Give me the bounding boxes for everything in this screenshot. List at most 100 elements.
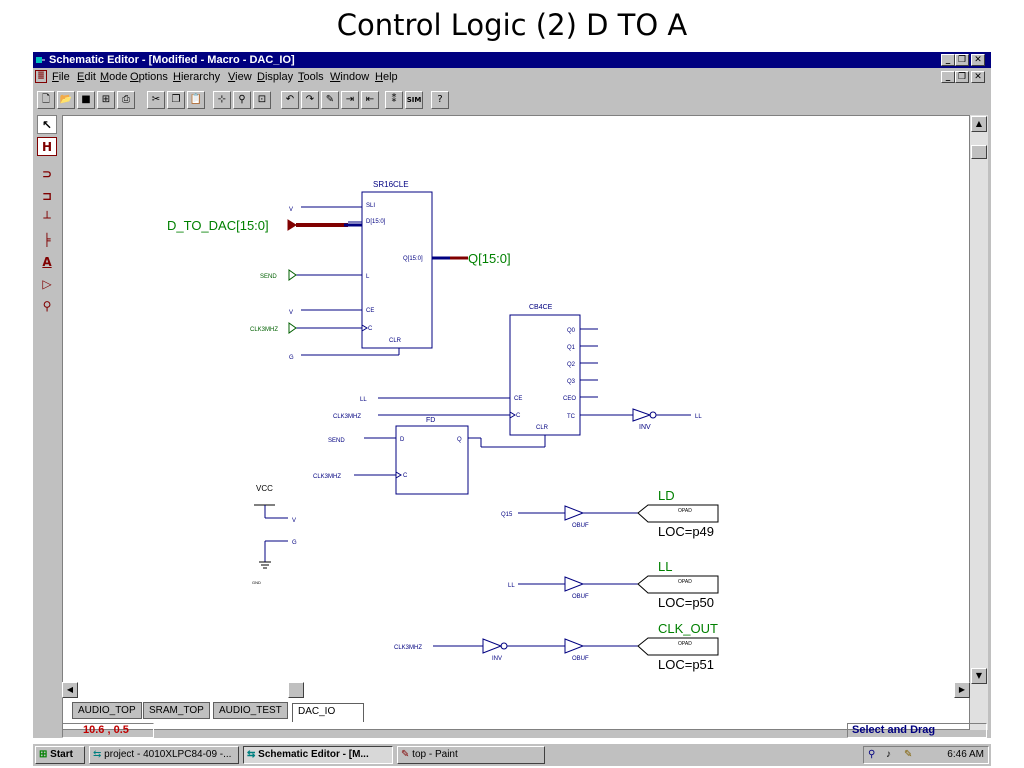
document-icon[interactable]: ≣ (35, 70, 47, 83)
horizontal-scrollbar[interactable]: ◀ ▶ (62, 682, 970, 699)
net-label: LL (360, 397, 367, 403)
task-paint[interactable]: ✎ top - Paint (397, 746, 545, 764)
net-icon[interactable]: ┴ (43, 211, 51, 225)
pin-icon[interactable]: ⇥ (341, 91, 359, 109)
task-schematic-editor[interactable]: ⇆ Schematic Editor - [M... (243, 746, 393, 764)
wire-icon[interactable]: ⊐ (41, 189, 53, 203)
network-icon[interactable]: ⚲ (868, 749, 876, 760)
net-name: CLK_OUT (658, 621, 718, 636)
pin-label: Q0 (567, 328, 576, 334)
output-pad-clk-out[interactable]: CLK3MHZ INV OBUF OPAD CLK_OUT LOC=p51 (394, 621, 719, 672)
print-icon[interactable]: ⎙ (117, 91, 135, 109)
task-label: top - Paint (412, 749, 458, 760)
sr16cle-symbol[interactable]: SR16CLE SLI D[15:0] Q[15:0] L CE C CLR (361, 180, 433, 349)
sr16cle-name: SR16CLE (373, 180, 409, 189)
cb4ce-symbol[interactable]: CB4CE Q0 Q1 Q2 Q3 CEO TC CE C CLR (509, 304, 581, 436)
menu-edit[interactable]: Edit (77, 71, 96, 83)
zoom-icon[interactable]: ⚲ (233, 91, 251, 109)
close-button[interactable]: ✕ (971, 54, 985, 66)
select-arrow-icon[interactable]: ↖ (37, 115, 57, 134)
vcc-label: VCC (256, 484, 273, 493)
start-button[interactable]: ⊞ Start (35, 746, 85, 764)
clock[interactable]: 6:46 AM (947, 749, 984, 760)
output-pad-ld[interactable]: Q15 OBUF OPAD LD LOC=p49 (501, 488, 719, 539)
pin-label: Q (457, 437, 462, 443)
pin-label: CE (366, 308, 374, 314)
scroll-up-icon[interactable]: ▲ (971, 116, 987, 132)
bus-label-in: D_TO_DAC[15:0] (167, 218, 269, 233)
scroll-thumb[interactable] (971, 145, 987, 159)
scroll-down-icon[interactable]: ▼ (971, 668, 987, 684)
menu-view[interactable]: View (228, 71, 252, 83)
net-label: CLK3MHZ (313, 474, 341, 480)
menu-hierarchy[interactable]: Hierarchy (173, 71, 221, 83)
schematic-canvas[interactable]: SR16CLE SLI D[15:0] Q[15:0] L CE C CLR (62, 115, 970, 730)
text-tool-icon[interactable]: A (42, 255, 52, 269)
undo-icon[interactable]: ↶ (281, 91, 299, 109)
new-icon[interactable]: 🗋 (37, 91, 55, 109)
scroll-left-icon[interactable]: ◀ (62, 682, 78, 698)
h-scroll-thumb[interactable] (288, 682, 304, 698)
task-project[interactable]: ⇆ project - 4010XLPC84-09 -... (89, 746, 239, 764)
menu-tools[interactable]: Tools (298, 71, 324, 83)
vertical-scrollbar[interactable]: ▲ ▼ (970, 115, 988, 730)
sim-icon[interactable]: SIM (405, 91, 423, 109)
attribute-icon[interactable]: ⚲ (42, 299, 52, 313)
copy-icon[interactable]: ❐ (167, 91, 185, 109)
net-label: G (289, 355, 294, 361)
net-name: LL (658, 559, 672, 574)
window-title-bar[interactable]: Schematic Editor - [Modified - Macro - D… (33, 52, 991, 68)
paste-icon[interactable]: 📋 (187, 91, 205, 109)
doc-close-button[interactable]: ✕ (971, 71, 985, 83)
check-icon[interactable]: ⁑ (385, 91, 403, 109)
open-icon[interactable]: 📂 (57, 91, 75, 109)
menu-help[interactable]: Help (375, 71, 398, 83)
obuf-label: OBUF (572, 523, 589, 529)
menu-display[interactable]: Display (257, 71, 294, 83)
cursor-coordinates: 10.6 , 0.5 (62, 723, 154, 738)
bus-icon[interactable]: ⇤ (361, 91, 379, 109)
menu-window[interactable]: Window (330, 71, 370, 83)
minimize-button[interactable]: _ (941, 54, 955, 66)
output-pad-ll[interactable]: LL OBUF OPAD LL LOC=p50 (508, 559, 719, 610)
pin-label: C (516, 413, 521, 419)
volume-icon[interactable]: ♪ (886, 749, 891, 760)
properties-icon[interactable]: ⊞ (97, 91, 115, 109)
pin-label: Q3 (567, 379, 576, 385)
start-label: Start (50, 749, 73, 760)
menu-mode[interactable]: Mode (100, 71, 128, 83)
net-label: V (289, 310, 293, 316)
doc-restore-button[interactable]: ❐ (955, 71, 969, 83)
pin-label: Q[15:0] (403, 256, 423, 262)
menu-file[interactable]: File (52, 71, 70, 83)
menu-options[interactable]: Options (130, 71, 168, 83)
tray-app-icon[interactable]: ✎ (904, 749, 913, 760)
slide-title: Control Logic (2) D TO A (336, 8, 688, 42)
obuf-label: OBUF (572, 594, 589, 600)
io-marker-icon[interactable]: ▷ (42, 277, 52, 291)
bus-tool-icon[interactable]: ╞ (43, 233, 51, 247)
draw-icon[interactable]: ✎ (321, 91, 339, 109)
zoom-area-icon[interactable]: ⊡ (253, 91, 271, 109)
power-symbols[interactable]: VCC V G GND (252, 484, 297, 585)
tab-audio-top[interactable]: AUDIO_TOP (72, 702, 142, 719)
doc-minimize-button[interactable]: _ (941, 71, 955, 83)
sheet-tabs: AUDIO_TOP SRAM_TOP AUDIO_TEST DAC_IO (62, 702, 991, 722)
hierarchy-icon[interactable]: H (37, 137, 57, 156)
scroll-right-icon[interactable]: ▶ (954, 682, 970, 698)
save-icon[interactable]: ■ (77, 91, 95, 109)
cut-icon[interactable]: ✂ (147, 91, 165, 109)
paint-icon: ✎ (401, 749, 410, 760)
redo-icon[interactable]: ↷ (301, 91, 319, 109)
tab-dac-io[interactable]: DAC_IO (292, 703, 364, 722)
pin-label: SLI (366, 203, 375, 209)
window-title: Schematic Editor - [Modified - Macro - D… (49, 54, 295, 66)
pin-label: C (403, 473, 408, 479)
tab-sram-top[interactable]: SRAM_TOP (143, 702, 210, 719)
fd-symbol[interactable]: FD D Q C (395, 417, 469, 495)
add-net-icon[interactable]: ⊹ (213, 91, 231, 109)
tab-audio-test[interactable]: AUDIO_TEST (213, 702, 288, 719)
symbol-icon[interactable]: ⊃ (41, 167, 53, 181)
restore-button[interactable]: ❐ (955, 54, 969, 66)
help-pointer-icon[interactable]: ? (431, 91, 449, 109)
